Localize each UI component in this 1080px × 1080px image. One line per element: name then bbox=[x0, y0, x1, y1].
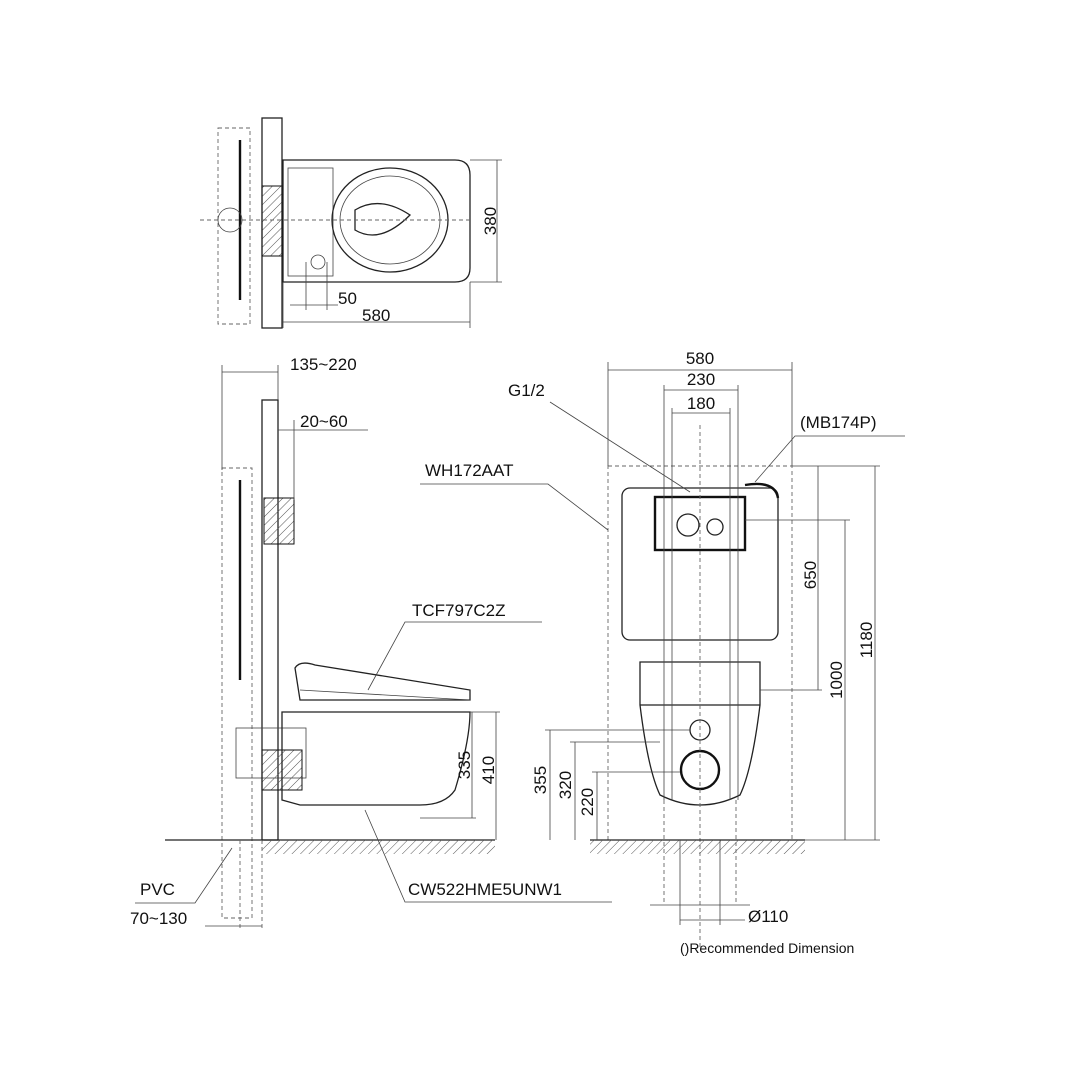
side-view: 135~220 20~60 TCF797C2Z 335 410 PVC 70~1… bbox=[130, 355, 612, 930]
bowl-height-dim-2: 410 bbox=[479, 756, 498, 784]
outlet-dim-1: 355 bbox=[531, 766, 550, 794]
inlet-label: G1/2 bbox=[508, 381, 545, 400]
plate-height-dim: 650 bbox=[801, 561, 820, 589]
flush-button-large-icon bbox=[676, 513, 700, 537]
washlet-seat bbox=[294, 662, 471, 701]
hose bbox=[744, 482, 780, 499]
leader-line bbox=[549, 401, 691, 493]
floor-hatch bbox=[262, 840, 495, 854]
plate-offset-dim: 20~60 bbox=[300, 412, 348, 431]
drain-dim: Ø110 bbox=[748, 907, 788, 926]
outlet-dim-3: 220 bbox=[578, 788, 597, 816]
pipe-size-dim: 70~130 bbox=[130, 909, 187, 928]
frame-outline bbox=[221, 467, 253, 919]
plate-model-label: (MB174P) bbox=[800, 413, 877, 432]
flush-button-small-icon bbox=[706, 518, 724, 536]
leader-line bbox=[135, 847, 233, 904]
leader-line bbox=[364, 809, 612, 903]
inlet-spacing-dim: 230 bbox=[687, 370, 715, 389]
frame-width-dim: 580 bbox=[686, 349, 714, 368]
pipe-outline bbox=[217, 207, 243, 233]
top-offset-dim: 50 bbox=[338, 289, 357, 308]
hole-icon bbox=[310, 254, 326, 270]
recommended-note: ()Recommended Dimension bbox=[680, 940, 854, 956]
bowl-height-dim-1: 335 bbox=[455, 751, 474, 779]
frame-outline bbox=[607, 465, 793, 841]
frame-model-label: WH172AAT bbox=[425, 461, 514, 480]
toilet-outline bbox=[282, 159, 471, 283]
frame-mid-dim: 1000 bbox=[827, 661, 846, 699]
seat-model-label: TCF797C2Z bbox=[412, 601, 506, 620]
flush-plate bbox=[263, 497, 295, 545]
mount-bracket bbox=[287, 167, 334, 277]
leader-line bbox=[420, 483, 609, 531]
leader-line bbox=[754, 435, 905, 483]
front-view: 580 230 180 G1/2 (MB174P) WH172AAT 650 1… bbox=[420, 349, 905, 956]
frame-height-dim: 1180 bbox=[857, 622, 876, 659]
outlet-dim-2: 320 bbox=[556, 771, 575, 799]
bowl-trap bbox=[354, 203, 412, 236]
top-length-dim: 580 bbox=[362, 306, 390, 325]
inner-spacing-dim: 180 bbox=[687, 394, 715, 413]
frame-outline bbox=[217, 127, 251, 325]
pipe-label: PVC bbox=[140, 880, 175, 899]
top-width-dim: 380 bbox=[481, 207, 500, 235]
toilet-bowl bbox=[281, 711, 471, 806]
flush-plate-grille bbox=[261, 185, 283, 257]
leader-line bbox=[367, 621, 542, 691]
bowl-model-label: CW522HME5UNW1 bbox=[408, 880, 562, 899]
toilet-bowl bbox=[639, 661, 761, 806]
top-view: 380 50 580 bbox=[200, 117, 502, 329]
wall-depth-dim: 135~220 bbox=[290, 355, 357, 374]
